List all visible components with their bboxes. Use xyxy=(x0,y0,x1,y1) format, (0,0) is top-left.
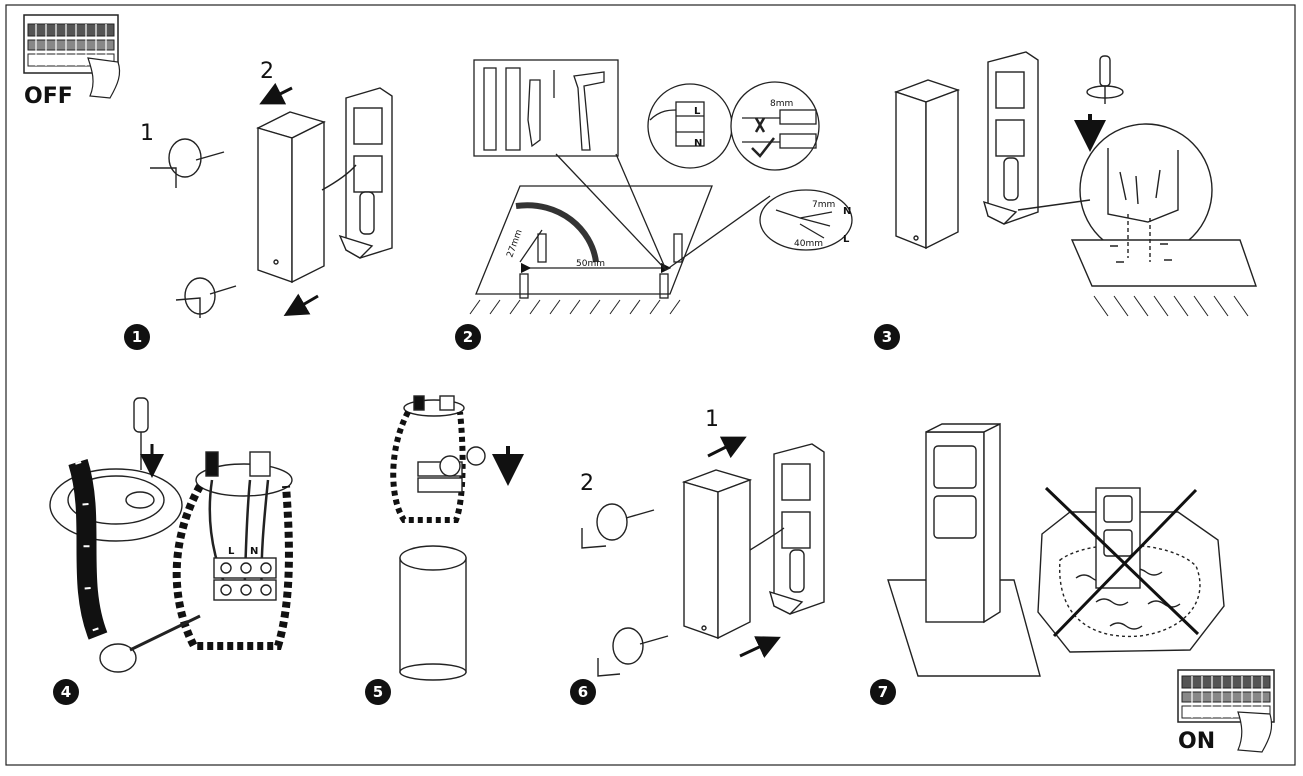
step3-badge: 3 xyxy=(874,324,900,350)
step6-illustration xyxy=(581,443,825,677)
step2-terminal-l-1: L xyxy=(694,106,701,117)
step6-badge: 6 xyxy=(570,679,596,705)
step6-arrow-top xyxy=(707,436,747,459)
step2-dim-40mm: 40mm xyxy=(794,239,823,249)
step4-badge: 4 xyxy=(53,679,79,705)
step4-illustration xyxy=(49,397,293,673)
step2-dim-7mm: 7mm xyxy=(812,200,835,210)
step6-label-1: 1 xyxy=(705,407,719,432)
step1-illustration xyxy=(150,87,393,318)
breaker-panel-off-icon xyxy=(23,14,121,99)
svg-text:7: 7 xyxy=(878,683,888,701)
page-border xyxy=(5,4,1296,766)
step5-badge: 5 xyxy=(365,679,391,705)
step1-label-1: 1 xyxy=(140,121,154,146)
svg-text:1: 1 xyxy=(132,328,142,346)
step6-arrow-bottom xyxy=(739,636,781,658)
step7-badge: 7 xyxy=(870,679,896,705)
step3-illustration xyxy=(893,51,1257,317)
step2-dim-50mm: 50mm xyxy=(576,259,605,269)
breaker-panel-on-icon xyxy=(1177,669,1275,753)
off-label: OFF xyxy=(24,84,73,109)
step1-arrow-top xyxy=(259,82,293,105)
svg-text:3: 3 xyxy=(882,328,892,346)
svg-text:2: 2 xyxy=(463,328,473,346)
svg-text:4: 4 xyxy=(61,683,71,701)
step7-illustration xyxy=(887,422,1225,677)
svg-text:6: 6 xyxy=(578,683,588,701)
step2-illustration xyxy=(469,59,853,315)
step4-terminal-l: L xyxy=(228,546,235,557)
step1-arrow-bottom xyxy=(283,293,319,317)
on-label: ON xyxy=(1178,729,1215,754)
step1-label-2: 2 xyxy=(260,59,274,84)
step2-dim-8mm: 8mm xyxy=(770,99,793,109)
step2-terminal-n-2: N xyxy=(843,206,851,217)
step6-label-2: 2 xyxy=(580,471,594,496)
step2-terminal-n-1: N xyxy=(694,138,702,149)
step4-terminal-n: N xyxy=(250,546,258,557)
svg-text:5: 5 xyxy=(373,683,383,701)
step1-badge: 1 xyxy=(124,324,150,350)
ground-symbol-icon xyxy=(466,446,486,466)
step5-illustration xyxy=(390,395,467,681)
step2-badge: 2 xyxy=(455,324,481,350)
step2-terminal-l-2: L xyxy=(843,234,850,245)
